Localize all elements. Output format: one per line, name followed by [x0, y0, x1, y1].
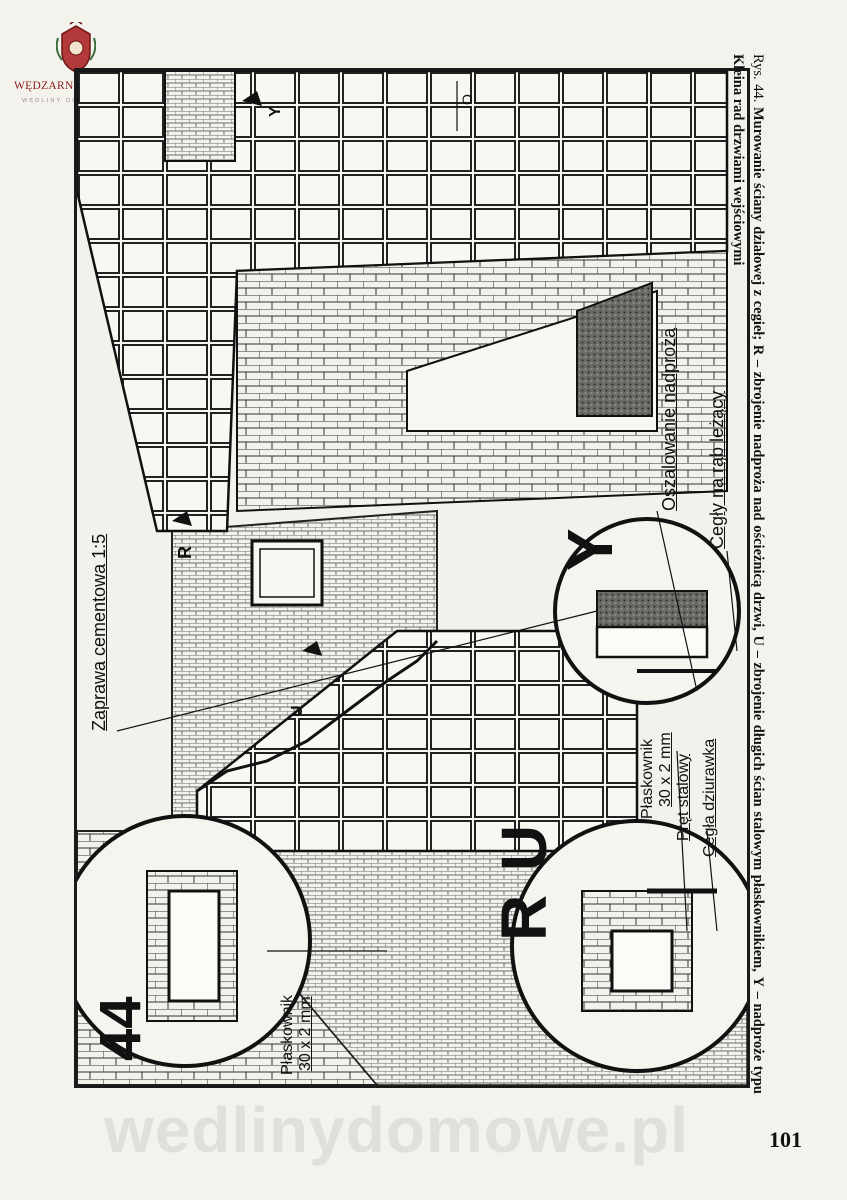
label-plaskownik-2: Płaskownik	[279, 994, 296, 1075]
marker-o: O	[459, 94, 475, 105]
label-plaskownik-size: 30 x 2 mm	[657, 732, 674, 807]
label-cegly-rab: Cegły na rąb leżący	[707, 390, 727, 549]
logo-subtitle: WĘDLINY DOMOWE.PL	[22, 98, 121, 104]
caption-text-1: Murowanie ściany działowej z cegieł;	[750, 106, 766, 341]
label-oszalowanie: Oszalowanie nadproża	[659, 327, 679, 511]
marker-u-big: U	[488, 824, 560, 871]
figure-caption: Rys. 44. Murowanie ściany działowej z ce…	[728, 54, 768, 1094]
label-pret: Pręt stalowy	[675, 753, 692, 841]
label-cegla-dziurawka: Cegła dziurawka	[701, 738, 718, 857]
marker-u: U	[289, 705, 306, 717]
brick-wall-illustration-icon	[77, 71, 747, 1085]
marker-r: R	[175, 546, 195, 559]
label-plaskownik: Płaskownik	[639, 738, 656, 819]
marker-r-big: R	[488, 894, 560, 941]
figure-illustration: 44 R U Y R U Y O Zaprawa cementowa 1:5 O…	[74, 68, 750, 1088]
marker-y: Y	[267, 106, 284, 117]
caption-text-r: – zbrojenie nadproża nad ościeżnicą drzw…	[750, 359, 766, 631]
caption-prefix: Rys. 44.	[750, 54, 766, 103]
label-zaprawa: Zaprawa cementowa 1:5	[89, 533, 109, 731]
caption-u-key: U	[750, 635, 766, 646]
page-number: 101	[769, 1127, 802, 1152]
figure-number: 44	[88, 996, 153, 1061]
caption-y-key: Y	[750, 976, 766, 987]
caption-text-u: – zbrojenie długich ścian stalowym płask…	[750, 650, 766, 972]
watermark: wedlinydomowe.pl	[104, 1094, 689, 1166]
marker-y-big: Y	[554, 528, 626, 571]
caption-r-key: R	[750, 344, 766, 356]
label-plaskownik-2-size: 30 x 2 mm	[297, 996, 314, 1071]
